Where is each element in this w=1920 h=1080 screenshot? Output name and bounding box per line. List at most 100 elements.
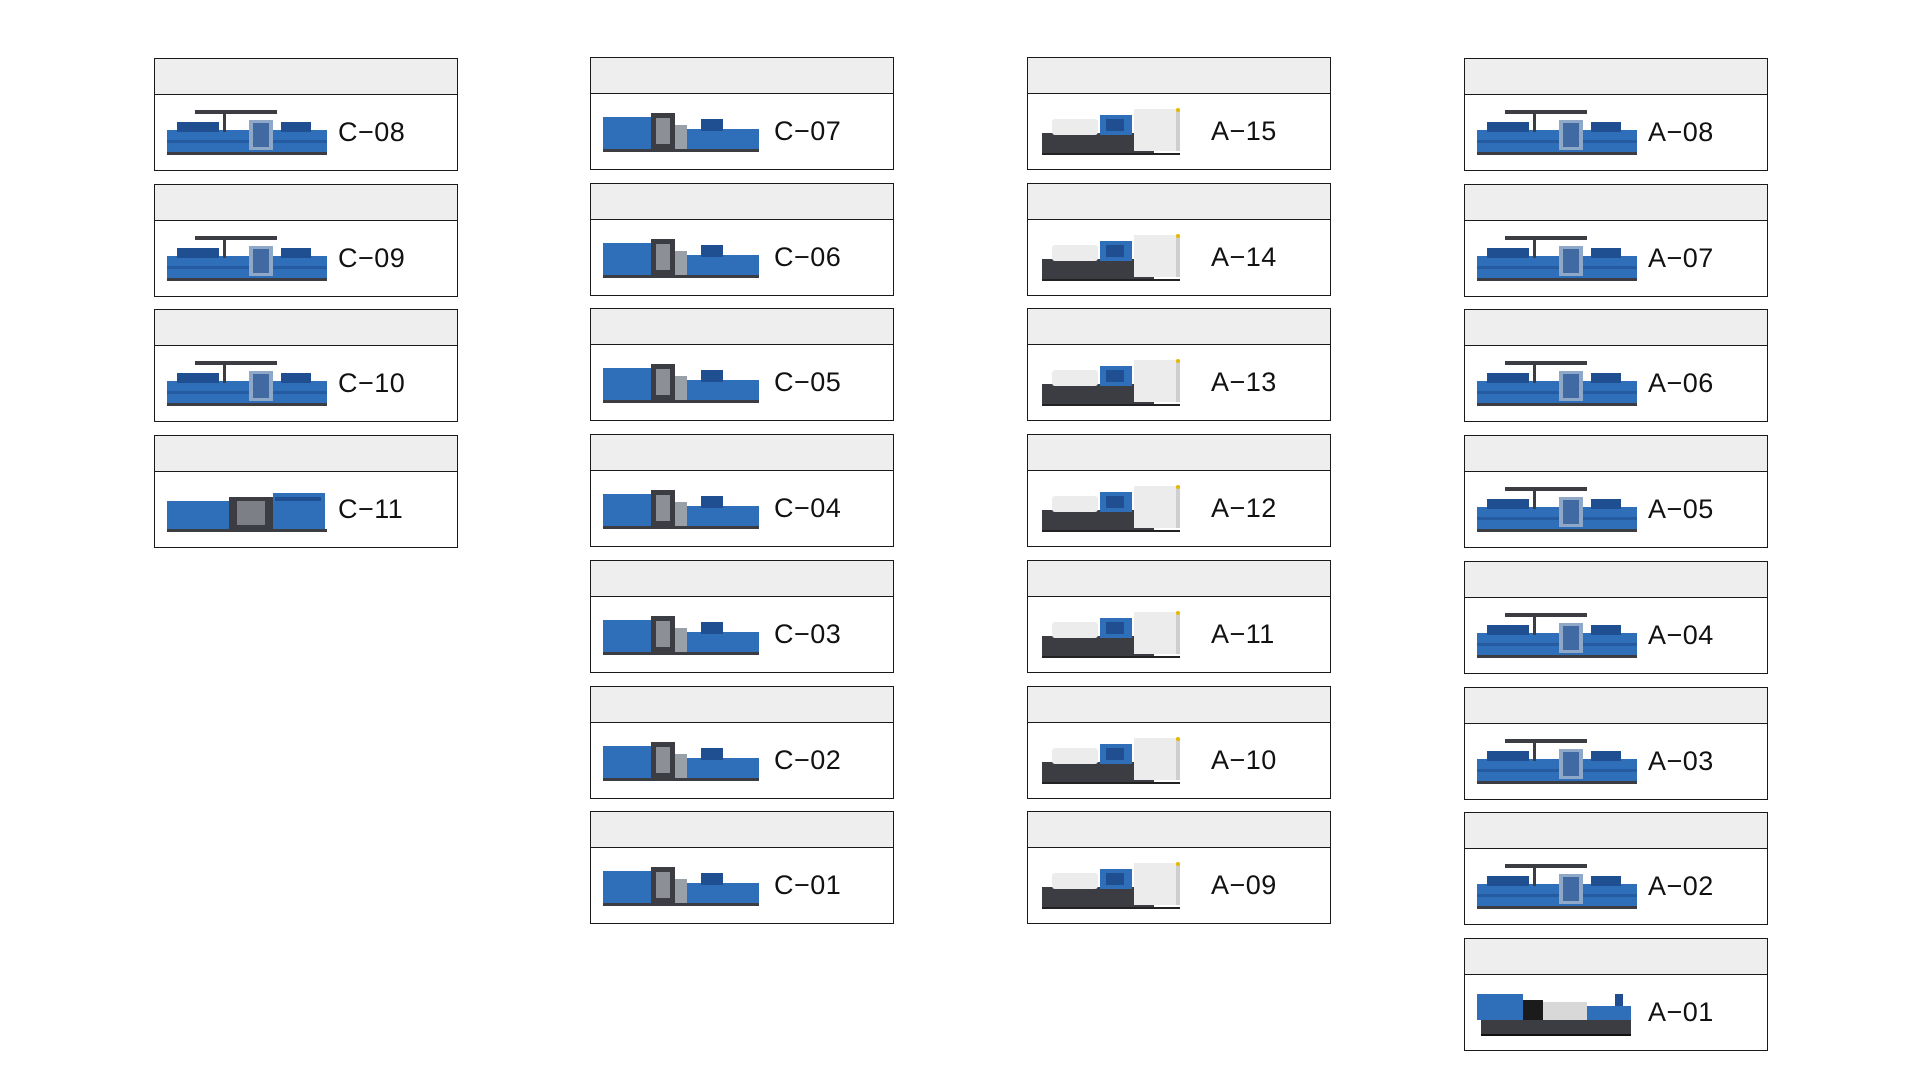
card-body: A−03 xyxy=(1465,724,1767,799)
card-header xyxy=(1465,938,1767,975)
machine-label: A−04 xyxy=(1648,619,1714,650)
machine-card[interactable]: A−06 xyxy=(1464,309,1768,423)
machine-card[interactable]: C−08 xyxy=(154,58,458,171)
machine-card[interactable]: C−10 xyxy=(154,309,458,423)
card-body: A−12 xyxy=(1028,471,1330,546)
machine-label: A−09 xyxy=(1211,870,1277,901)
machine-card[interactable]: A−03 xyxy=(1464,686,1768,800)
injection-machine-icon xyxy=(603,238,759,278)
machine-card[interactable]: A−01 xyxy=(1464,937,1768,1051)
machine-label: A−12 xyxy=(1211,493,1277,524)
machine-card[interactable]: C−11 xyxy=(154,435,458,549)
injection-machine-icon xyxy=(1042,736,1180,784)
card-header xyxy=(1465,436,1767,473)
machine-label: C−09 xyxy=(338,242,406,273)
machine-card[interactable]: A−12 xyxy=(1027,434,1331,548)
card-header xyxy=(155,59,457,95)
injection-machine-icon xyxy=(1042,485,1180,533)
injection-machine-icon xyxy=(1477,993,1631,1036)
machine-label: C−07 xyxy=(774,116,842,146)
machine-label: A−08 xyxy=(1648,117,1714,147)
machine-label: C−01 xyxy=(774,870,842,901)
injection-machine-icon xyxy=(603,113,759,152)
card-header xyxy=(1028,58,1330,94)
card-header xyxy=(1465,184,1767,221)
machine-card[interactable]: A−02 xyxy=(1464,812,1768,926)
machine-card[interactable]: A−08 xyxy=(1464,58,1768,171)
machine-label: A−11 xyxy=(1211,618,1275,649)
card-header xyxy=(591,560,893,597)
injection-machine-icon xyxy=(1042,233,1180,281)
card-body: C−04 xyxy=(591,471,893,546)
card-body: A−13 xyxy=(1028,345,1330,420)
card-body: C−06 xyxy=(591,220,893,295)
machine-label: C−08 xyxy=(338,117,406,147)
card-body: A−14 xyxy=(1028,220,1330,295)
injection-machine-icon xyxy=(1477,738,1637,784)
machine-card[interactable]: C−04 xyxy=(590,434,894,548)
card-body: C−02 xyxy=(591,723,893,798)
card-body: C−07 xyxy=(591,94,893,169)
machine-card[interactable]: A−10 xyxy=(1027,685,1331,799)
card-body: C−01 xyxy=(591,848,893,923)
card-header xyxy=(1028,435,1330,472)
card-header xyxy=(1465,687,1767,724)
injection-machine-icon xyxy=(603,741,759,781)
injection-machine-icon xyxy=(603,364,759,404)
card-header xyxy=(591,435,893,472)
card-header xyxy=(591,309,893,346)
card-body: A−10 xyxy=(1028,723,1330,798)
injection-machine-icon xyxy=(167,493,327,533)
machine-card[interactable]: A−15 xyxy=(1027,57,1331,170)
card-body: A−02 xyxy=(1465,849,1767,924)
card-header xyxy=(1465,813,1767,850)
card-body: A−07 xyxy=(1465,221,1767,296)
card-header xyxy=(591,686,893,723)
machine-label: C−04 xyxy=(774,493,842,524)
machine-card[interactable]: A−13 xyxy=(1027,308,1331,422)
machine-card[interactable]: A−04 xyxy=(1464,560,1768,674)
injection-machine-icon xyxy=(1477,235,1637,281)
card-body: A−04 xyxy=(1465,598,1767,673)
machine-card[interactable]: C−01 xyxy=(590,811,894,925)
card-body: A−01 xyxy=(1465,975,1767,1050)
card-body: A−09 xyxy=(1028,848,1330,923)
card-header xyxy=(155,310,457,347)
injection-machine-icon xyxy=(167,110,327,155)
machine-card[interactable]: A−11 xyxy=(1027,559,1331,673)
card-header xyxy=(1028,183,1330,220)
machine-label: A−03 xyxy=(1648,745,1714,776)
injection-machine-icon xyxy=(167,235,327,281)
injection-machine-icon xyxy=(1477,361,1637,407)
injection-machine-icon xyxy=(1042,108,1180,155)
card-body: C−05 xyxy=(591,345,893,420)
machine-label: A−10 xyxy=(1211,744,1277,775)
machine-card[interactable]: C−09 xyxy=(154,183,458,297)
injection-machine-icon xyxy=(1477,612,1637,658)
card-header xyxy=(1465,561,1767,598)
injection-machine-icon xyxy=(603,615,759,655)
injection-machine-icon xyxy=(1477,487,1637,533)
machine-card[interactable]: A−05 xyxy=(1464,435,1768,549)
injection-machine-icon xyxy=(603,490,759,530)
machine-label: A−15 xyxy=(1211,116,1277,146)
machine-card[interactable]: C−05 xyxy=(590,308,894,422)
machine-card[interactable]: C−07 xyxy=(590,57,894,170)
machine-card[interactable]: C−02 xyxy=(590,685,894,799)
machine-card[interactable]: C−03 xyxy=(590,559,894,673)
injection-machine-icon xyxy=(603,867,759,907)
machine-card[interactable]: A−09 xyxy=(1027,811,1331,925)
machine-label: A−05 xyxy=(1648,494,1714,525)
machine-card[interactable]: A−14 xyxy=(1027,182,1331,296)
card-header xyxy=(1465,310,1767,347)
machine-label: A−02 xyxy=(1648,871,1714,902)
machine-label: C−10 xyxy=(338,368,406,399)
machine-card[interactable]: C−06 xyxy=(590,182,894,296)
machine-label: C−06 xyxy=(774,241,842,272)
card-body: A−06 xyxy=(1465,346,1767,421)
machine-card[interactable]: A−07 xyxy=(1464,183,1768,297)
machine-label: A−14 xyxy=(1211,241,1277,272)
machine-label: C−02 xyxy=(774,744,842,775)
card-header xyxy=(1028,812,1330,849)
machine-label: C−05 xyxy=(774,367,842,398)
